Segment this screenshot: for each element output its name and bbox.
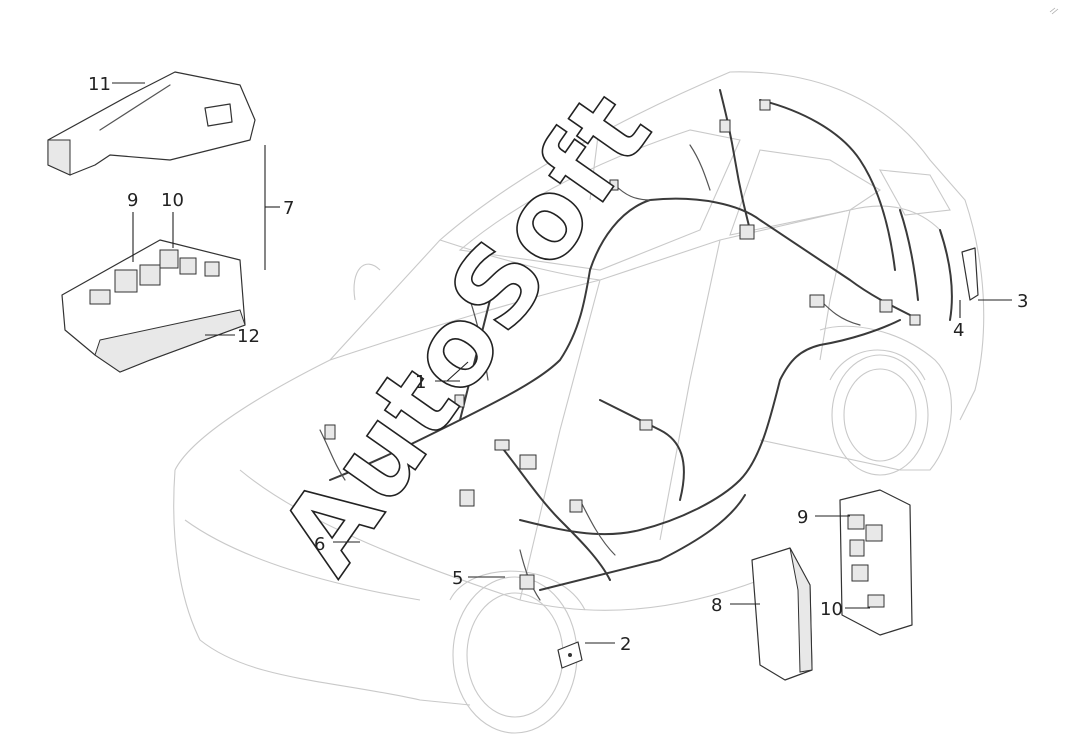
callout-2: 2 — [620, 634, 631, 655]
callout-3: 3 — [1017, 291, 1028, 312]
rear-wheel-outline — [831, 354, 929, 476]
callout-10-fuse-box: 10 — [161, 190, 184, 211]
harness-connectors — [324, 99, 921, 590]
callout-8: 8 — [711, 595, 722, 616]
callout-5: 5 — [452, 568, 463, 589]
callout-9-junction-block: 9 — [797, 507, 808, 528]
callout-9-fuse-box: 9 — [127, 190, 138, 211]
front-wheel-outline — [452, 576, 578, 734]
corner-mark — [1049, 7, 1059, 15]
control-module-part-8 — [751, 547, 813, 681]
bracket-part-2 — [557, 641, 583, 669]
rear-sensor-part-3 — [961, 247, 979, 301]
callout-leaders — [112, 82, 1012, 644]
junction-block-part-9 — [839, 489, 913, 636]
callout-11: 11 — [88, 74, 111, 95]
engine-fuse-box-assembly — [47, 71, 256, 373]
callout-7: 7 — [283, 198, 294, 219]
callout-6: 6 — [314, 534, 325, 555]
callout-4: 4 — [953, 320, 964, 341]
callout-12: 12 — [237, 326, 260, 347]
callout-numbers: 11 1 2 3 4 5 6 7 8 9 10 9 10 12 — [88, 74, 1028, 655]
callout-10-junction-block: 10 — [820, 599, 843, 620]
watermark-text: AutoSoft — [257, 70, 677, 595]
callout-1: 1 — [415, 372, 426, 393]
